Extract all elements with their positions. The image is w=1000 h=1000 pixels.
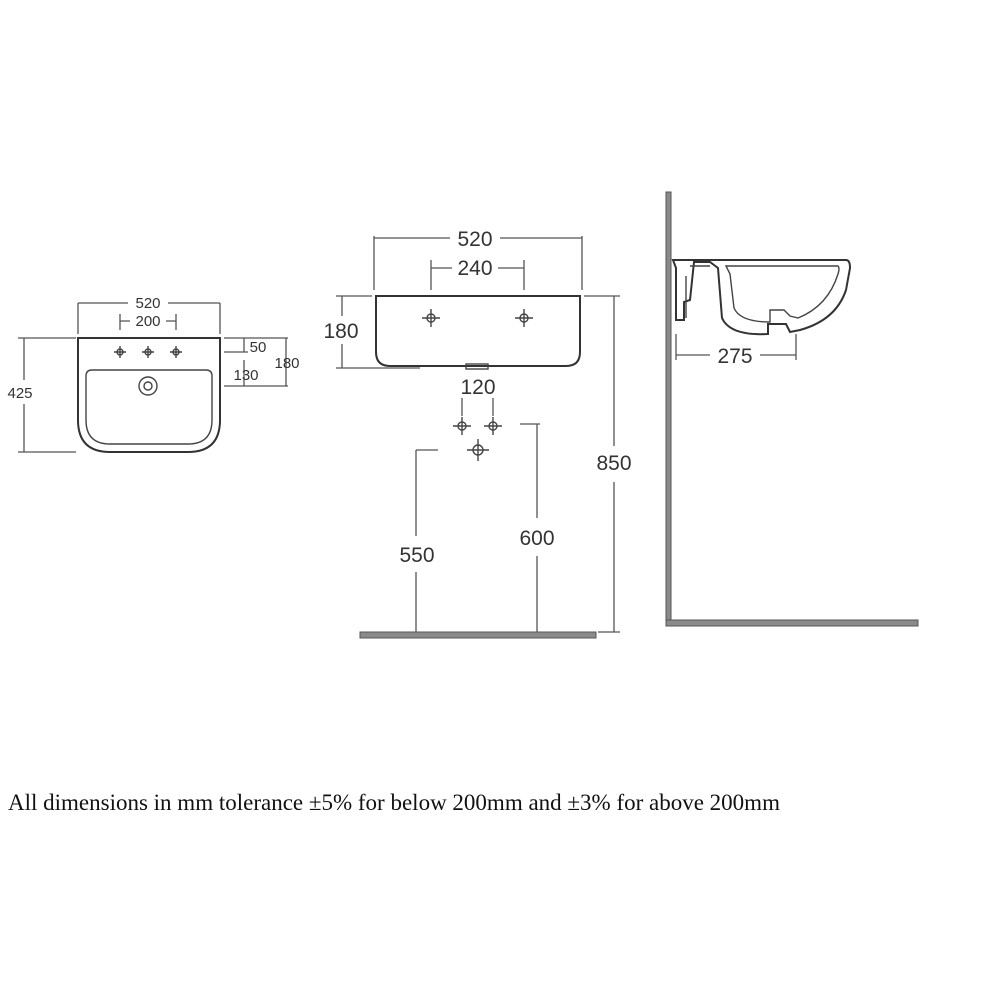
front-waste-outlet — [465, 363, 489, 370]
side-basin-section — [671, 259, 852, 336]
front-floor-line — [359, 631, 597, 639]
plan-side-overall-label: 180 — [274, 355, 299, 372]
side-floor — [665, 619, 919, 627]
side-wall — [665, 191, 672, 627]
plan-tap-spacing-label: 200 — [135, 313, 160, 330]
plan-tap-offset-label: 50 — [250, 339, 267, 356]
front-trap-height-left-label: 550 — [399, 544, 434, 567]
front-tap-hole-icon — [515, 309, 533, 327]
side-view: 275 — [665, 191, 919, 627]
supply-point-icon — [453, 417, 471, 435]
side-bowl-inner — [724, 265, 840, 323]
waste-point-icon — [467, 439, 489, 461]
front-basin-outline — [375, 295, 581, 367]
plan-bowl-outline — [85, 369, 213, 445]
front-trap-height-right-label: 600 — [519, 527, 554, 550]
plan-view: 520 200 425 50 130 180 — [7, 295, 300, 453]
plan-bowl-offset-label: 130 — [233, 367, 258, 384]
plan-tap-hole-icon — [142, 346, 154, 358]
plan-depth-label: 425 — [7, 385, 32, 402]
plan-tap-hole-icon — [170, 346, 182, 358]
plan-waste-icon — [138, 376, 158, 396]
front-height-label: 180 — [323, 320, 358, 343]
dimension-footnote: All dimensions in mm tolerance ±5% for b… — [8, 790, 780, 815]
plan-width-label: 520 — [135, 295, 160, 312]
front-tap-hole-icon — [422, 309, 440, 327]
front-width-label: 520 — [457, 228, 492, 251]
side-projection-label: 275 — [717, 345, 752, 368]
front-rim-height-label: 850 — [596, 452, 631, 475]
front-tap-spacing-label: 240 — [457, 257, 492, 280]
front-view: 520 240 180 120 550 600 850 — [323, 228, 632, 639]
front-waste-spacing-label: 120 — [460, 376, 495, 399]
plan-tap-hole-icon — [114, 346, 126, 358]
supply-point-icon — [484, 417, 502, 435]
